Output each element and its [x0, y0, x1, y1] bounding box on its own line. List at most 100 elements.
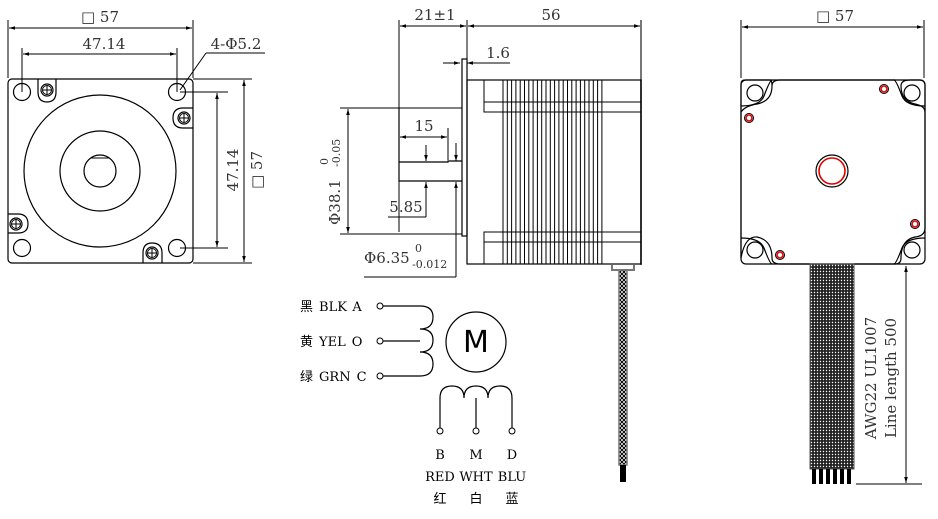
mount-hole — [746, 241, 764, 259]
rear-bearing-inner — [818, 157, 846, 185]
wire-end — [840, 469, 844, 484]
lead-color: WHT — [459, 470, 493, 485]
terminal-icon — [508, 427, 516, 435]
wire-end — [833, 469, 837, 484]
shaft-dia-callout: Φ6.35 0 -0.012 — [364, 242, 447, 271]
cable-spec-label: AWG22 UL1007 — [862, 317, 880, 440]
motor-symbol-label: M — [463, 325, 489, 360]
lead-cn: 蓝 — [505, 492, 518, 507]
hole-leader — [179, 52, 207, 91]
wire-ends — [812, 469, 851, 484]
shaft-tol-lower: -0.012 — [412, 258, 447, 271]
boss-tol-lower: -0.05 — [330, 139, 343, 167]
lead-pin: M — [469, 448, 482, 463]
boss-outer-circle — [23, 94, 177, 248]
mount-hole — [12, 82, 32, 102]
rear-view: □ 57 AWG22 UL1007 Line length 500 — [740, 7, 926, 485]
rear-screw — [775, 250, 785, 260]
lead-cn: 绿 — [300, 370, 313, 385]
wire-end — [819, 469, 823, 484]
shaft-flat-outline — [399, 160, 462, 163]
front-vert-size-label: □ 57 — [248, 151, 266, 189]
cable-end — [620, 465, 626, 482]
corner-relief — [740, 79, 773, 107]
coil-left — [383, 305, 434, 377]
cable-bundle — [809, 263, 855, 470]
cable-braid — [618, 269, 628, 466]
side-view: 21±1 56 1.6 15 5.85 Φ38.1 0 — [318, 6, 642, 482]
boss-dia-label: Φ38.1 — [326, 179, 344, 225]
lead-color: GRN — [319, 370, 351, 385]
front-flange-outline — [7, 78, 194, 264]
end-cap-top — [483, 101, 642, 113]
corner-relief — [893, 237, 926, 265]
lead-color: YEL — [318, 335, 346, 350]
lead-cn: 黑 — [300, 300, 313, 315]
terminal-icon — [376, 302, 384, 310]
wire-end — [812, 469, 816, 484]
motor-symbol — [445, 311, 507, 373]
lead-cn: 白 — [469, 491, 482, 507]
mount-hole — [903, 84, 921, 102]
terminal-icon — [472, 427, 480, 435]
shaft-circle — [83, 154, 117, 188]
lead-pin: O — [352, 335, 363, 350]
rear-cap-outline — [740, 79, 926, 265]
lead-label: 绿 GRN C — [300, 370, 367, 385]
lead-color: BLK — [319, 300, 347, 315]
rear-screw — [744, 113, 754, 123]
front-view: □ 57 47.14 4-Φ5.2 — [7, 8, 266, 264]
flange-plate — [461, 58, 468, 237]
left-leads: 黑 BLK A 黄 YEL O 绿 GRN C — [300, 300, 384, 385]
flange-label: 1.6 — [486, 44, 510, 62]
rear-width-label: □ 57 — [816, 7, 854, 25]
screw-icon — [37, 79, 57, 103]
screw-icon — [172, 107, 193, 129]
lamination-stack — [502, 80, 603, 264]
lead-color: BLU — [498, 470, 526, 485]
shaft-tol-upper: 0 — [415, 242, 422, 255]
front-vert-spacing-label: 47.14 — [224, 149, 242, 192]
rear-cap-frame — [740, 79, 926, 265]
corner-relief — [740, 237, 773, 265]
mount-hole — [903, 241, 921, 259]
coil-bottom — [439, 385, 513, 428]
end-cap-bottom — [483, 241, 642, 265]
lead-cn: 红 — [433, 491, 446, 507]
front-hole-spacing-label: 47.14 — [83, 35, 126, 53]
terminal-icon — [376, 337, 384, 345]
lead-pin: A — [351, 300, 362, 315]
shaft-outline — [398, 108, 462, 182]
wire-end — [847, 469, 851, 484]
screw-icon — [142, 242, 163, 263]
hole-callout-label: 4-Φ5.2 — [211, 35, 262, 53]
boss-dia-callout: Φ38.1 0 -0.05 — [318, 139, 344, 225]
lead-pin: C — [357, 370, 367, 385]
mount-hole — [12, 238, 32, 258]
boss-label: 15 — [414, 117, 433, 135]
rear-screw — [910, 219, 920, 229]
boss-tol-upper: 0 — [318, 158, 331, 165]
screw-icon — [8, 213, 29, 234]
cable-length-label: Line length 500 — [882, 318, 900, 438]
rear-bearing-outer — [815, 154, 849, 188]
shaft-length-label: 21±1 — [414, 6, 455, 24]
flat-label: 5.85 — [389, 198, 422, 216]
lead-label: 黄 YEL O — [300, 335, 362, 350]
mount-hole — [746, 84, 764, 102]
boss-circle — [59, 130, 141, 212]
lead-pin: B — [435, 448, 445, 463]
rear-screw — [879, 84, 889, 94]
terminal-icon — [436, 427, 444, 435]
body-length-label: 56 — [541, 6, 560, 24]
motor-body — [466, 79, 642, 265]
lead-cn: 黄 — [300, 335, 313, 350]
shaft-dia-label: Φ6.35 — [364, 249, 410, 267]
lead-label: 黑 BLK A — [300, 300, 362, 315]
lead-pin: D — [507, 448, 517, 463]
corner-relief — [893, 79, 926, 107]
wire-end — [826, 469, 830, 484]
